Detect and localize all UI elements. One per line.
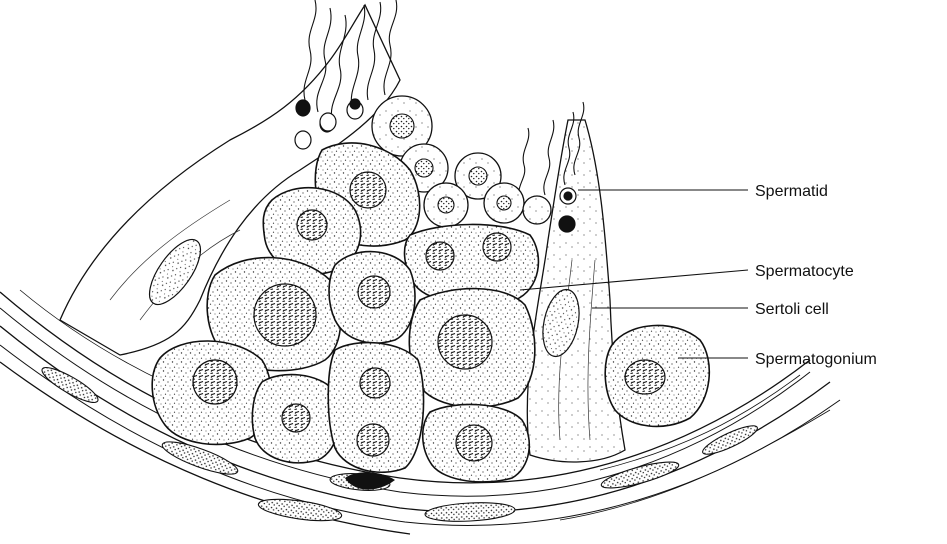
label-spermatocyte: Spermatocyte [755,263,854,280]
spermatogonium-cell [605,325,709,426]
label-spermatid: Spermatid [755,183,828,200]
label-sertoli-cell: Sertoli cell [755,301,829,318]
sertoli-cell-right [527,120,625,462]
label-spermatogonium: Spermatogonium [755,351,877,368]
